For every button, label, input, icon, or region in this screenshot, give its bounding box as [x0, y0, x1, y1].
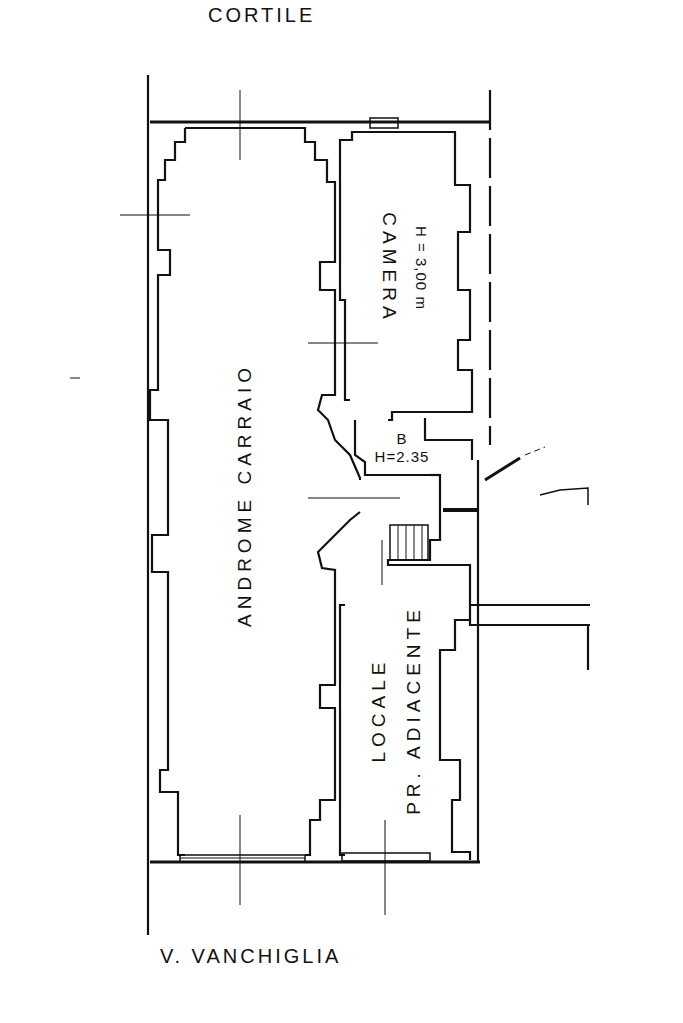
room-name: ANDROME CARRAIO [235, 363, 256, 627]
ceiling-height: H = 3,00 m [412, 226, 429, 310]
room-name: LOCALE [368, 658, 389, 763]
text-column: BH=2.35 [366, 422, 438, 474]
room: ANDROME CARRAIO [170, 150, 320, 840]
text-column: CAMERA H = 3,00 m [350, 140, 455, 395]
room: LOCALE PR. ADIACENTE [343, 575, 448, 845]
text-column: LOCALE PR. ADIACENTE [343, 575, 448, 845]
ceiling-height: H=2.35 [375, 449, 430, 466]
text-column: ANDROME CARRAIO [170, 150, 320, 840]
room-note: PR. ADIACENTE [403, 605, 424, 815]
room: BH=2.35 [366, 422, 438, 474]
courtyard-label: CORTILE [208, 4, 315, 27]
room-name: CAMERA [377, 212, 398, 323]
street-name: V. VANCHIGLIA [160, 945, 341, 968]
room-letter: B [396, 431, 407, 448]
room: CAMERA H = 3,00 m [350, 140, 455, 395]
